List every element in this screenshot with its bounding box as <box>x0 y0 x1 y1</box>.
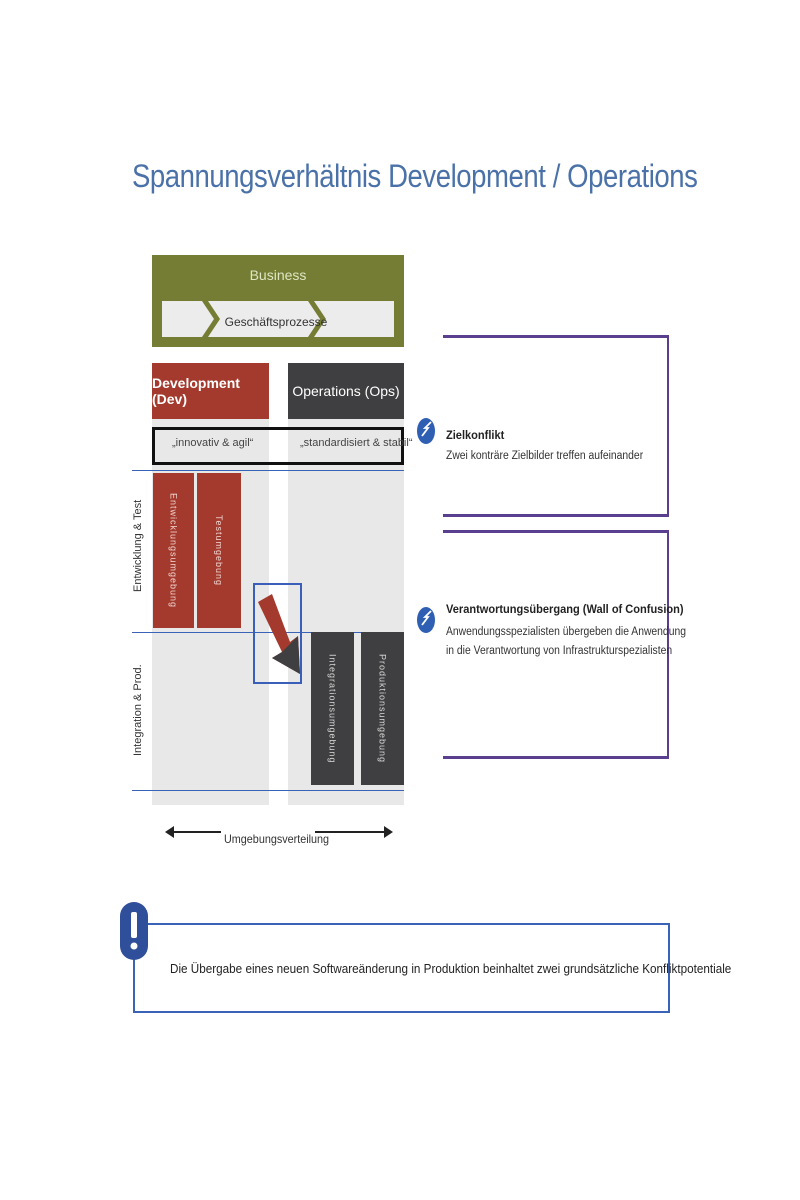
ops-goal: „standardisiert & stabil“ <box>300 437 413 449</box>
wall-text-line2: in die Verantwortung von Infrastruktursp… <box>446 645 673 657</box>
exclamation-icon <box>120 902 148 960</box>
env-production: Produktionsumgebung <box>361 632 404 785</box>
env-test: Testumgebung <box>197 473 241 628</box>
goal-conflict-title: Zielkonflikt <box>446 428 505 442</box>
handover-frame <box>253 583 302 684</box>
wall-text-line1: Anwendungsspezialisten übergeben die Anw… <box>446 626 686 638</box>
axis-label: Umgebungsverteilung <box>224 832 330 846</box>
goal-frame <box>152 427 404 465</box>
distribution-axis <box>165 826 393 838</box>
lightning-icon <box>417 607 435 633</box>
wall-title: Verantwortungsübergang (Wall of Confusio… <box>446 602 684 616</box>
wall-text: Anwendungsspezialisten übergeben die Anw… <box>446 623 686 661</box>
phase-dev-test-label: Entwicklung & Test <box>132 499 144 593</box>
env-development: Entwicklungsumgebung <box>153 473 194 628</box>
business-label: Business <box>249 267 307 283</box>
dev-header: Development (Dev) <box>152 363 269 419</box>
dev-goal: „innovativ & agil“ <box>172 437 254 449</box>
wall-panel <box>443 530 669 759</box>
process-chevrons <box>162 301 394 337</box>
handover-arrow-icon <box>258 594 300 674</box>
phase-line-middle <box>132 632 404 633</box>
lightning-icon <box>417 418 435 444</box>
page-title: Spannungsverhältnis Development / Operat… <box>132 158 698 194</box>
env-integration-label: Integrationsumgebung <box>327 653 338 764</box>
env-production-label: Produktionsumgebung <box>377 653 388 764</box>
env-integration: Integrationsumgebung <box>311 632 354 785</box>
note-text: Die Übergabe eines neuen Softwareänderun… <box>170 961 732 976</box>
env-test-label: Testumgebung <box>214 514 224 587</box>
goal-conflict-text: Zwei konträre Zielbilder treffen aufeina… <box>446 450 644 462</box>
business-process-label: Geschäftsprozesse <box>224 315 328 329</box>
phase-int-prod-label: Integration & Prod. <box>132 664 144 756</box>
goal-conflict-panel <box>443 335 669 517</box>
business-band: Business Geschäftsprozesse <box>152 255 404 347</box>
phase-line-bottom <box>132 790 404 791</box>
note-box <box>133 923 670 1013</box>
ops-header: Operations (Ops) <box>288 363 404 419</box>
env-development-label: Entwicklungsumgebung <box>168 492 179 609</box>
phase-line-top <box>132 470 404 471</box>
